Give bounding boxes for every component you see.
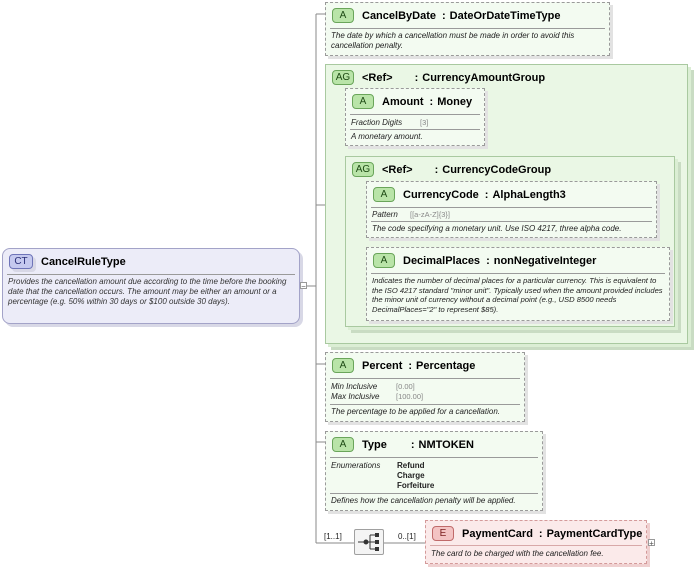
sequence-cardinality: [1..1]: [324, 532, 342, 541]
divider: [350, 129, 480, 130]
attribute-badge: A: [352, 94, 374, 109]
attribute-name: Type: [362, 438, 387, 451]
expand-toggle-icon[interactable]: +: [648, 539, 655, 548]
attribute-doc: Indicates the number of decimal places f…: [372, 276, 663, 314]
collapse-toggle-icon[interactable]: −: [300, 282, 307, 291]
attribute-currency-code[interactable]: A CurrencyCode : AlphaLength3 Pattern [[…: [366, 181, 657, 238]
attribute-doc: A monetary amount.: [351, 132, 423, 141]
divider: [7, 274, 295, 275]
attribute-badge: A: [373, 253, 395, 268]
divider: [330, 28, 605, 29]
attribute-type: nonNegativeInteger: [493, 254, 597, 267]
attribute-doc: The code specifying a monetary unit. Use…: [372, 224, 622, 233]
type-separator: :: [441, 9, 446, 22]
attribute-name: CancelByDate: [362, 9, 436, 22]
divider: [330, 493, 538, 494]
divider: [330, 378, 520, 379]
type-separator: :: [408, 359, 413, 372]
element-name: PaymentCard: [462, 527, 533, 540]
element-type: PaymentCardType: [546, 527, 643, 540]
type-separator: :: [486, 254, 490, 267]
attribute-badge: A: [332, 358, 354, 373]
attribute-type: DateOrDateTimeType: [449, 9, 561, 22]
enum-value: Forfeiture: [397, 481, 435, 490]
divider: [371, 221, 652, 222]
attribute-percent[interactable]: A Percent : Percentage Min Inclusive [0.…: [325, 352, 525, 422]
element-payment-card[interactable]: E PaymentCard : PaymentCardType The card…: [425, 520, 647, 564]
complex-type-name: CancelRuleType: [41, 255, 126, 268]
divider: [330, 404, 520, 405]
facet-label: Pattern: [372, 210, 398, 219]
attribute-type: Money: [437, 95, 473, 108]
enum-value: Charge: [397, 471, 425, 480]
facet-label: Max Inclusive: [331, 392, 380, 401]
facet-label: Fraction Digits: [351, 118, 403, 127]
attribute-group-ref: <Ref>: [382, 163, 413, 176]
enum-value: Refund: [397, 461, 425, 470]
attribute-doc: The percentage to be applied for a cance…: [331, 407, 501, 416]
attribute-doc: Defines how the cancellation penalty wil…: [331, 496, 516, 505]
attribute-decimal-places[interactable]: A DecimalPlaces : nonNegativeInteger Ind…: [366, 247, 670, 321]
type-separator: :: [414, 71, 419, 84]
attribute-badge: A: [373, 187, 395, 202]
complex-type-cancel-rule-type[interactable]: CT CancelRuleType Provides the cancellat…: [2, 248, 300, 324]
attribute-cancel-by-date[interactable]: A CancelByDate : DateOrDateTimeType The …: [325, 2, 610, 56]
facet-value: [0.00]: [396, 382, 415, 391]
facet-value: [[a-zA-Z]{3}]: [410, 210, 451, 219]
attribute-type-value: NMTOKEN: [418, 438, 474, 451]
attribute-badge: A: [332, 8, 354, 23]
type-separator: :: [538, 527, 543, 540]
type-separator: :: [434, 163, 439, 176]
divider: [371, 273, 665, 274]
attribute-group-ref: <Ref>: [362, 71, 393, 84]
sequence-icon[interactable]: [354, 529, 384, 555]
type-separator: :: [410, 438, 415, 451]
divider: [330, 457, 538, 458]
attribute-amount[interactable]: A Amount : Money Fraction Digits [3] A m…: [345, 88, 485, 146]
attribute-type: AlphaLength3: [492, 188, 566, 201]
type-separator: :: [484, 188, 489, 201]
element-cardinality: 0..[1]: [398, 532, 416, 541]
attribute-badge: A: [332, 437, 354, 452]
type-separator: :: [429, 95, 434, 108]
attribute-type: Percentage: [416, 359, 476, 372]
attribute-group-type: CurrencyCodeGroup: [442, 163, 552, 176]
element-doc: The card to be charged with the cancella…: [431, 549, 604, 558]
attribute-name: Percent: [362, 359, 403, 372]
facet-value: [100.00]: [396, 392, 424, 401]
attribute-type[interactable]: A Type : NMTOKEN Enumerations Refund Cha…: [325, 431, 543, 511]
divider: [371, 207, 652, 208]
divider: [350, 114, 480, 115]
element-badge: E: [432, 526, 454, 541]
divider: [430, 545, 642, 546]
facet-label: Enumerations: [331, 461, 381, 470]
complex-type-doc: Provides the cancellation amount due acc…: [8, 277, 287, 306]
attribute-name: CurrencyCode: [403, 188, 479, 201]
attribute-group-type: CurrencyAmountGroup: [422, 71, 546, 84]
attribute-group-badge: AG: [332, 70, 354, 85]
complex-type-badge: CT: [9, 254, 33, 269]
facet-label: Min Inclusive: [331, 382, 378, 391]
attribute-group-badge: AG: [352, 162, 374, 177]
attribute-name: Amount: [382, 95, 424, 108]
attribute-doc: The date by which a cancellation must be…: [331, 31, 575, 50]
attribute-name: DecimalPlaces: [403, 254, 481, 267]
facet-value: [3]: [420, 118, 429, 127]
